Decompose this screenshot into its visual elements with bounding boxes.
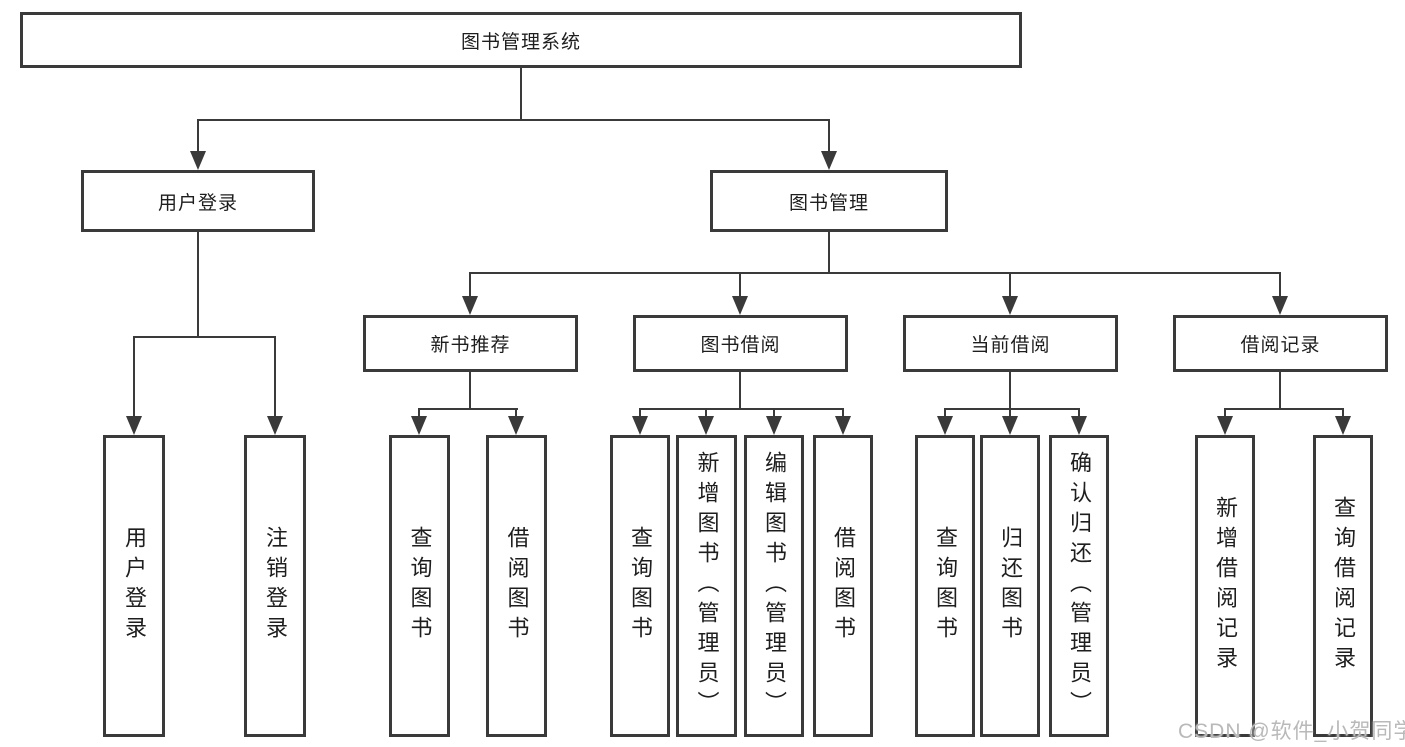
node-borrowing-borrow-books-label: 借阅图书 <box>831 526 856 646</box>
node-book-borrowing-label: 图书借阅 <box>700 335 781 356</box>
node-logout-action-label: 注销登录 <box>263 526 288 646</box>
connector-line <box>197 232 199 336</box>
node-edit-books-admin: 编辑图书（管理员） <box>744 435 804 737</box>
connector-line <box>1009 408 1011 416</box>
node-current-borrowing: 当前借阅 <box>903 315 1118 372</box>
arrowhead-down <box>1002 416 1018 435</box>
node-book-management-system: 图书管理系统 <box>20 12 1022 68</box>
node-query-borrow-record: 查询借阅记录 <box>1313 435 1373 737</box>
arrowhead-down <box>766 416 782 435</box>
connector-line <box>418 408 420 416</box>
arrowhead-down <box>1217 416 1233 435</box>
connector-line <box>773 408 775 416</box>
arrowhead-down <box>190 151 206 170</box>
node-confirm-return-admin-label: 确认归还（管理员） <box>1067 451 1092 721</box>
connector-line <box>1342 408 1344 416</box>
connector-line <box>639 408 641 416</box>
node-recommend-borrow-books-label: 借阅图书 <box>504 526 530 646</box>
connector-line <box>1009 272 1011 296</box>
connector-line <box>828 232 830 272</box>
connector-line <box>842 408 844 416</box>
node-query-borrow-record-label: 查询借阅记录 <box>1331 496 1356 676</box>
connector-line <box>828 119 830 151</box>
arrowhead-down <box>937 416 953 435</box>
node-return-books: 归还图书 <box>980 435 1040 737</box>
node-book-management-label: 图书管理 <box>788 192 869 214</box>
node-book-management-system-label: 图书管理系统 <box>460 31 581 53</box>
connector-line <box>520 68 522 119</box>
connector-line <box>274 336 276 416</box>
connector-line <box>197 119 830 121</box>
connector-line <box>705 408 707 416</box>
arrowhead-down <box>698 416 714 435</box>
connector-line <box>1279 272 1281 296</box>
connector-line <box>1078 408 1080 416</box>
node-confirm-return-admin: 确认归还（管理员） <box>1049 435 1109 737</box>
node-new-book-recommend: 新书推荐 <box>363 315 578 372</box>
node-add-books-admin-label: 新增图书（管理员） <box>694 451 720 721</box>
arrowhead-down <box>1272 296 1288 315</box>
node-recommend-borrow-books: 借阅图书 <box>486 435 547 737</box>
connector-line <box>639 408 844 410</box>
arrowhead-down <box>835 416 851 435</box>
node-return-books-label: 归还图书 <box>998 526 1023 646</box>
arrowhead-down <box>508 416 524 435</box>
arrowhead-down <box>1002 296 1018 315</box>
arrowhead-down <box>126 416 142 435</box>
node-borrowing-query-books: 查询图书 <box>610 435 670 737</box>
connector-line <box>469 372 471 408</box>
node-edit-books-admin-label: 编辑图书（管理员） <box>762 451 787 721</box>
node-user-login-label: 用户登录 <box>157 192 238 214</box>
arrowhead-down <box>732 296 748 315</box>
node-user-login-action: 用户登录 <box>103 435 165 737</box>
node-add-books-admin: 新增图书（管理员） <box>676 435 737 737</box>
node-current-query-books: 查询图书 <box>915 435 975 737</box>
node-book-management: 图书管理 <box>710 170 948 232</box>
node-user-login-action-label: 用户登录 <box>122 526 147 646</box>
arrowhead-down <box>462 296 478 315</box>
connector-line <box>739 372 741 408</box>
connector-line <box>197 119 199 151</box>
node-book-borrowing: 图书借阅 <box>633 315 848 372</box>
node-add-borrow-record-label: 新增借阅记录 <box>1213 496 1238 676</box>
node-recommend-query-books: 查询图书 <box>389 435 450 737</box>
connector-line <box>469 272 1280 274</box>
connector-line <box>133 336 275 338</box>
node-borrowing-records-label: 借阅记录 <box>1240 335 1321 356</box>
arrowhead-down <box>411 416 427 435</box>
node-add-borrow-record: 新增借阅记录 <box>1195 435 1255 737</box>
node-user-login: 用户登录 <box>81 170 315 232</box>
connector-line <box>944 408 1080 410</box>
arrowhead-down <box>1335 416 1351 435</box>
connector-line <box>739 272 741 296</box>
arrowhead-down <box>821 151 837 170</box>
arrowhead-down <box>1071 416 1087 435</box>
node-borrowing-borrow-books: 借阅图书 <box>813 435 873 737</box>
node-logout-action: 注销登录 <box>244 435 306 737</box>
node-recommend-query-books-label: 查询图书 <box>407 526 433 646</box>
connector-line <box>515 408 517 416</box>
connector-line <box>1224 408 1344 410</box>
node-new-book-recommend-label: 新书推荐 <box>430 335 511 356</box>
csdn-watermark: CSDN @软件_小贺同学 <box>1178 720 1405 743</box>
connector-line <box>1009 372 1011 408</box>
node-borrowing-records: 借阅记录 <box>1173 315 1388 372</box>
node-current-query-books-label: 查询图书 <box>933 526 958 646</box>
connector-line <box>1224 408 1226 416</box>
connector-line <box>1279 372 1281 408</box>
connector-line <box>133 336 135 416</box>
connector-line <box>418 408 518 410</box>
connector-line <box>944 408 946 416</box>
arrowhead-down <box>632 416 648 435</box>
arrowhead-down <box>267 416 283 435</box>
node-current-borrowing-label: 当前借阅 <box>970 335 1051 356</box>
connector-line <box>469 272 471 296</box>
node-borrowing-query-books-label: 查询图书 <box>628 526 653 646</box>
